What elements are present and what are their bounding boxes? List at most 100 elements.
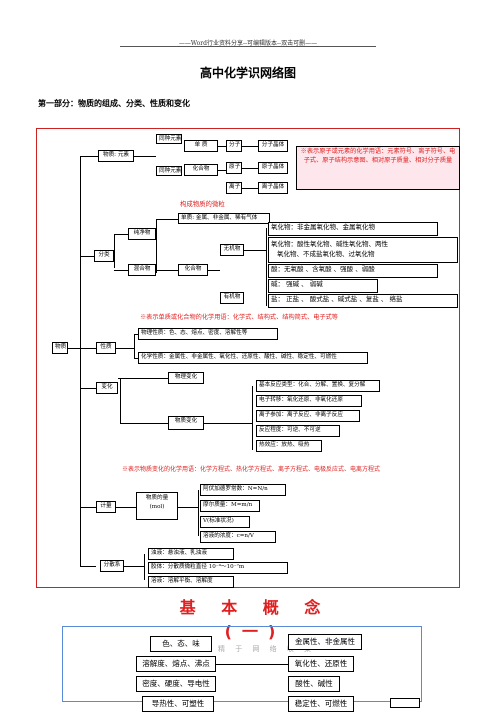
connector-u xyxy=(124,566,144,567)
dispersion-item-2: 胶体：分散质微粒直径 10⁻⁹～10⁻⁷m xyxy=(148,562,288,574)
watermark: 精 于 网 络 收 集 xyxy=(218,645,316,653)
stem-change xyxy=(80,388,96,389)
compound-node: 化合物 xyxy=(184,164,218,176)
ionic-crystal-node: 离子晶体 xyxy=(258,182,288,194)
simple-substance-node: 单 质 xyxy=(184,140,218,152)
dispersion-item-1: 浊液：悬浊液、乳浊液 xyxy=(148,548,234,560)
reaction-type-1: 基本反应类型：化合、分解、置换、复分解 xyxy=(256,380,380,392)
inorganic-item-salt: 盐： 正盐 、 酸式盐 、碱式盐 、复盐 、 络盐 xyxy=(268,294,458,308)
inorganic-item-acid: 酸：无氧酸 、含氧酸 、强酸 、弱酸 xyxy=(268,264,438,278)
connector-k xyxy=(208,270,220,271)
concept-left-1: 色、态、味 xyxy=(150,636,212,652)
dispersion-item-3: 溶液：溶解平衡、溶解度 xyxy=(148,576,234,588)
organic-node: 有机物 xyxy=(220,292,244,304)
connector-p xyxy=(118,378,168,379)
connector-g xyxy=(114,234,128,235)
stem-dispersion xyxy=(80,566,96,567)
connector-f xyxy=(134,156,156,157)
molecular-crystal-node: 分子晶体 xyxy=(258,140,288,152)
molecule-node: 分子 xyxy=(226,140,242,152)
pure-node: 纯净物 xyxy=(128,228,156,240)
reactions-vertical xyxy=(252,386,253,450)
concept-right-4: 稳定性、可燃性 xyxy=(288,696,354,712)
connector-c xyxy=(242,188,258,189)
connector-n xyxy=(134,334,138,335)
substance-build-note: 构成物质的微粒 xyxy=(180,200,225,208)
element-terms-note: ※表示原子或元素的化学用语：元素符号、离子符号、电子式、原子结构示意图、相对原子… xyxy=(296,146,460,190)
concept-left-4: 导热性、可塑性 xyxy=(142,696,214,712)
compound-made-node: 同种元素 xyxy=(156,166,182,176)
reaction-type-3: 离子参加：离子反应、非离子反应 xyxy=(256,410,360,422)
measure-vertical xyxy=(198,490,199,536)
connector-s xyxy=(116,507,136,508)
connector-r xyxy=(204,423,252,424)
connector-t xyxy=(178,507,198,508)
inorganic-node: 无机物 xyxy=(220,244,244,256)
concept-small-box xyxy=(390,698,420,708)
section-heading: 第一部分：物质的组成、分类、性质和变化 xyxy=(38,98,190,108)
measure-item-1: 阿伏加德罗常数：N=N/n xyxy=(200,484,286,496)
inorganic-item-2: 氧化物：酸性氧化物、碱性氧化物、两性氧化物、不成盐氧化物、过氧化物 xyxy=(268,237,458,263)
concept-right-1: 金属性、非金属性 xyxy=(288,634,362,650)
pure-vertical xyxy=(156,219,157,273)
knowledge-map-frame xyxy=(36,128,460,588)
inorganic-item-base: 碱： 强碱 、 弱碱 xyxy=(268,279,378,293)
connector-m xyxy=(116,348,134,349)
change-node: 变化 xyxy=(96,382,118,394)
connector-e xyxy=(218,170,226,171)
connector-l xyxy=(244,250,266,251)
concept-left-2: 溶解度、熔点、沸点 xyxy=(136,656,216,672)
measure-node: 计量 xyxy=(96,501,116,513)
composition-node: 物质: 元素 xyxy=(98,150,134,162)
connector-b xyxy=(242,168,258,169)
stem-root xyxy=(66,348,80,349)
measure-item-4: 溶液的浓度：c=n/V xyxy=(200,531,276,543)
trunk-line xyxy=(80,156,81,566)
concept-connector xyxy=(216,664,288,665)
mixture-node: 混合物 xyxy=(128,264,156,276)
atom-node: 原子 xyxy=(226,162,242,174)
dispersion-node: 分散系 xyxy=(100,560,124,572)
chemical-property-line: 化学性质：金属性、非金属性、氧化性、还原性、酸性、碱性、稳定性、可燃性 xyxy=(138,352,368,364)
root-node: 物质 xyxy=(52,342,68,354)
amount-node: 物质的量(mol) xyxy=(136,492,178,520)
classify-vertical xyxy=(114,234,115,268)
measure-item-3: V(标准状况) xyxy=(200,516,250,528)
ion-node: 离子 xyxy=(226,182,242,194)
measure-item-2: 摩尔质量：M=m/n xyxy=(200,500,260,512)
reaction-type-4: 反应程度：可逆、不可逆 xyxy=(256,425,340,437)
stem-property xyxy=(80,348,96,349)
concept-left-3: 密度、硬度、导电性 xyxy=(136,676,216,692)
stem-classify xyxy=(80,256,94,257)
connector-h xyxy=(114,270,128,271)
property-vertical xyxy=(134,334,135,358)
property-node: 性质 xyxy=(96,342,116,354)
elements-line: 单质: 金属、非金属、稀有气体 xyxy=(178,213,270,224)
dispersion-vertical xyxy=(144,554,145,580)
connector-d xyxy=(218,146,226,147)
compound2-node: 化合物 xyxy=(178,264,208,276)
physical-property-line: 物理性质：色、态、熔点、密度、溶解性等 xyxy=(138,328,278,340)
connector-i xyxy=(156,219,178,220)
classify-node: 分类 xyxy=(94,250,114,262)
compound-terms-note: ※表示单质或化合物的化学用语：化学式、结构式、结构简式、电子式等 xyxy=(140,314,338,321)
change-terms-note: ※表示物质变化的化学用语：化学方程式、热化学方程式、离子方程式、电极反应式、电离… xyxy=(122,466,381,473)
chemical-change-node: 物质变化 xyxy=(168,416,204,430)
same-element-node: 同种元素 xyxy=(156,134,182,144)
inorganic-item-1: 氧化物：非金属氧化物、金属氧化物 xyxy=(268,222,438,236)
atomic-crystal-node: 原子晶体 xyxy=(258,162,288,174)
connector-q xyxy=(120,423,168,424)
concept-right-3: 酸性、碱性 xyxy=(288,676,340,692)
concept-right-2: 氧化性、还原性 xyxy=(288,656,354,672)
connector-o xyxy=(134,358,138,359)
reaction-type-2: 电子转移：氧化还原、非氧化还原 xyxy=(256,395,362,407)
header-rule xyxy=(120,46,376,47)
stem-measure xyxy=(80,507,96,508)
connector-j xyxy=(156,270,178,271)
stem-composition xyxy=(80,156,98,157)
change-vertical xyxy=(120,378,121,424)
page-title: 高中化学识网络图 xyxy=(199,66,296,80)
connector-a xyxy=(242,146,258,147)
inorg-vertical xyxy=(266,228,267,306)
page-header: ——Word行业资料分享--可编辑版本--双击可删—— xyxy=(178,40,318,47)
